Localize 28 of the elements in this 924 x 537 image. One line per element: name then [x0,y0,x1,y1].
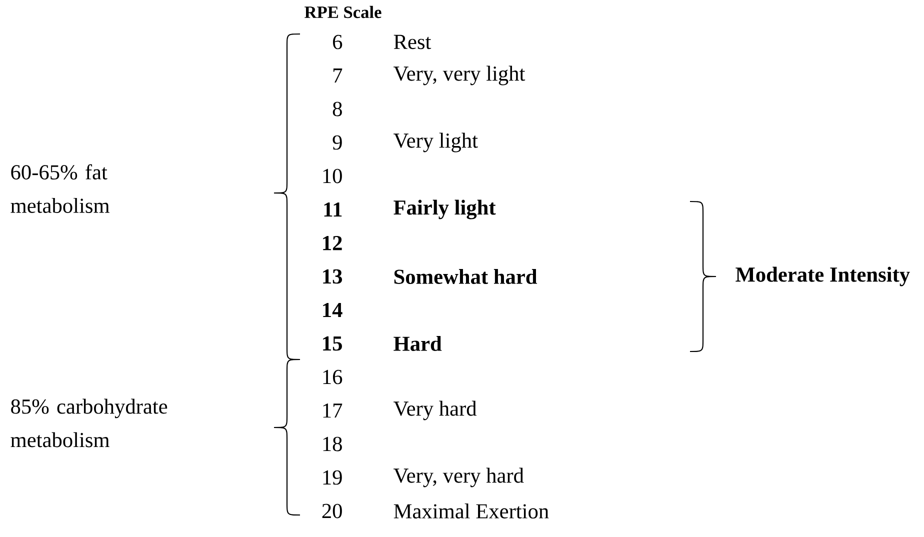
scale-number: 7 [333,68,342,82]
scale-description: Rest [394,34,432,50]
scale-description: Hard [394,336,442,352]
scale-number: 11 [324,202,342,217]
scale-number: 19 [323,470,342,485]
scale-description: Maximal Exertion [394,504,549,519]
scale-description: Very light [394,132,478,152]
title: RPE Scale [304,6,382,18]
scale-number: 15 [323,336,342,351]
intensity-label: Moderate Intensity [736,266,910,286]
metabolism-note: 60-65% fat metabolism [10,164,110,213]
scale-description: Very hard [394,400,477,420]
scale-number: 16 [323,370,342,384]
scale-description: Very, very hard [394,468,524,488]
scale-number: 12 [323,236,342,250]
scale-description: Fairly light [394,200,496,220]
scale-number: 17 [323,403,342,418]
scale-number: 10 [323,168,342,184]
scale-number: 8 [332,102,342,116]
scale-description: Very, very light [394,66,526,86]
scale-number: 14 [323,302,342,318]
scale-number: 13 [323,269,342,284]
scale-number: 6 [333,34,342,50]
scale-number: 18 [323,436,342,452]
scale-number: 20 [322,504,342,518]
metabolism-note: 85% carbohydrate metabolism [10,398,168,448]
scale-number: 9 [332,135,342,150]
scale-description: Somewhat hard [394,269,538,284]
